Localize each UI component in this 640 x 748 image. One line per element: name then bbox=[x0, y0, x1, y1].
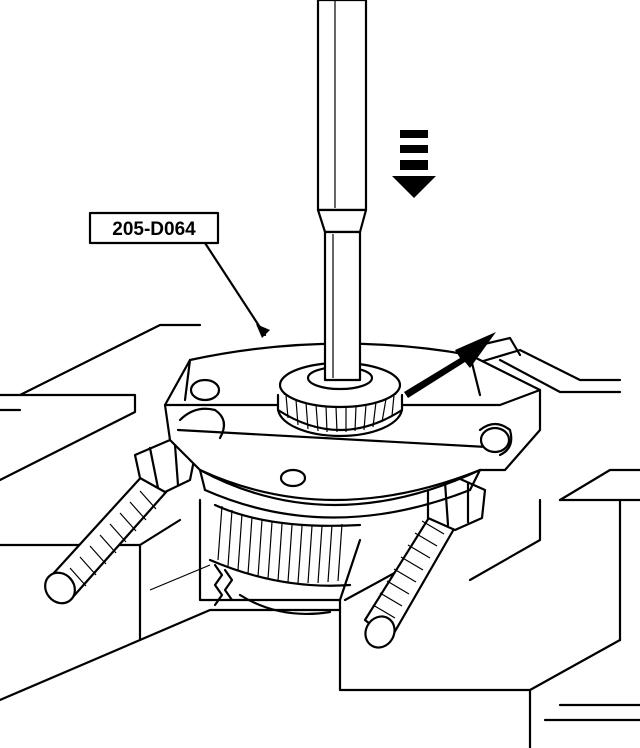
force-direction-arrow bbox=[392, 130, 436, 198]
tool-callout-text: 205-D064 bbox=[112, 219, 196, 240]
right-threaded-stud bbox=[363, 476, 487, 649]
vise-base bbox=[0, 323, 640, 748]
left-threaded-stud bbox=[44, 438, 197, 605]
bearing bbox=[276, 361, 404, 438]
callout-leader bbox=[203, 241, 270, 338]
gear-assembly bbox=[198, 498, 362, 615]
pointer-arrow bbox=[404, 332, 522, 398]
tool-callout-label: 205-D064 bbox=[88, 211, 220, 245]
press-ram bbox=[316, 0, 368, 382]
